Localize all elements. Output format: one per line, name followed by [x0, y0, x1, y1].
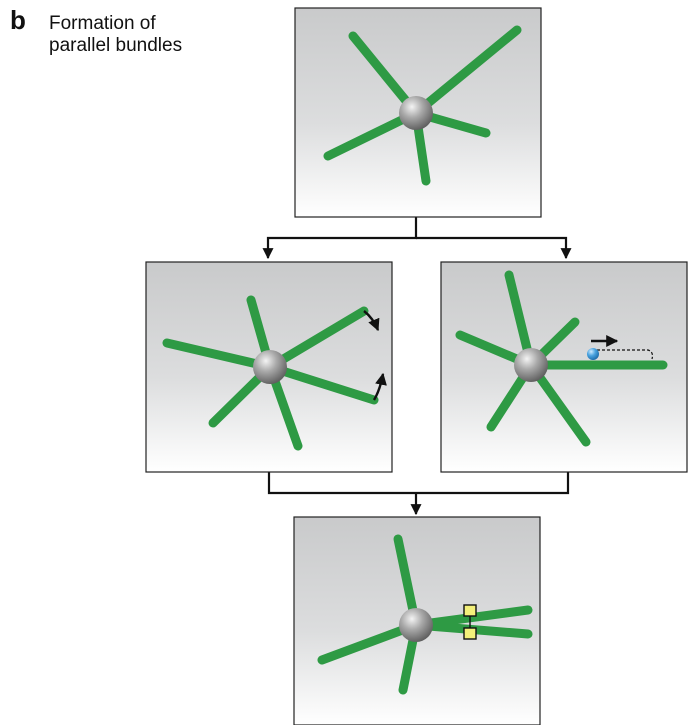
bend-arrow-top [363, 310, 380, 332]
motor-protein [587, 348, 599, 360]
bend-arrow-bottom [372, 372, 387, 401]
panel-label: b [10, 5, 26, 35]
figure-title: Formation of parallel bundles [49, 13, 182, 57]
filament [162, 338, 275, 372]
filament [265, 362, 379, 405]
filament [265, 306, 369, 372]
panel-filaments-bending [145, 261, 393, 473]
centrosome [253, 350, 287, 384]
filament [411, 25, 522, 118]
title-line-1: Formation of [49, 13, 156, 34]
panel-initial-aster [294, 7, 542, 218]
split-connector-right [416, 236, 572, 260]
centrosome [399, 96, 433, 130]
centrosome [399, 608, 433, 642]
title-line-2: parallel bundles [49, 35, 183, 56]
motor-path [597, 349, 654, 360]
flow-connectors [262, 217, 572, 516]
crosslinker [463, 604, 477, 640]
panel-parallel-bundles [293, 516, 541, 725]
split-connector [262, 217, 418, 260]
merge-connector [267, 472, 570, 495]
panel-motor-transport [440, 261, 688, 473]
centrosome [514, 348, 548, 382]
